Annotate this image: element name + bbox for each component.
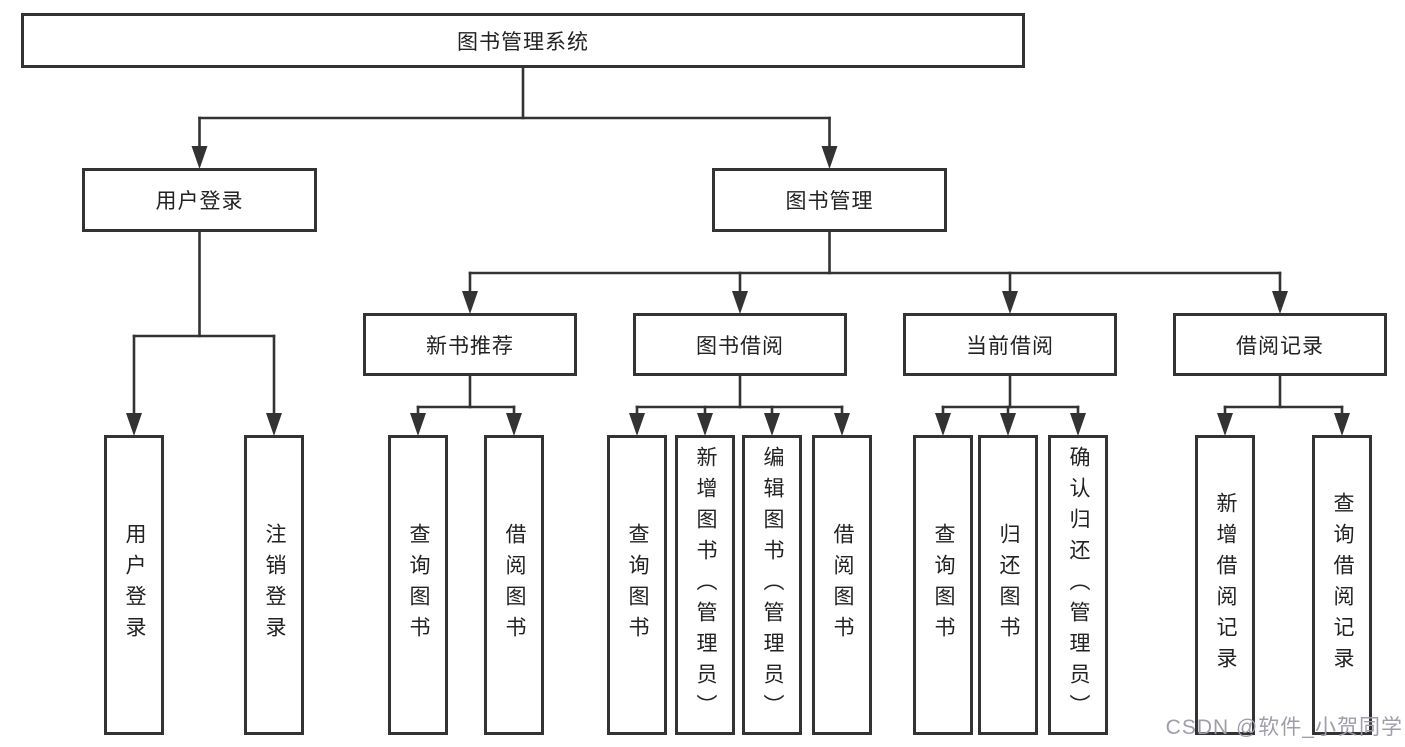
node-borrow-books-2: 借阅图书 xyxy=(812,435,872,735)
arrowhead-icon xyxy=(1272,291,1288,314)
node-query-books-1: 查询图书 xyxy=(388,435,448,735)
arrowhead-icon xyxy=(821,146,838,169)
arrowhead-icon xyxy=(1217,413,1233,436)
arrowhead-icon xyxy=(629,413,645,436)
node-logout: 注销登录 xyxy=(244,435,304,735)
node-add-borrow-record: 新增借阅记录 xyxy=(1195,435,1255,735)
node-book-management: 图书管理 xyxy=(712,168,947,232)
arrowhead-icon xyxy=(1002,291,1018,314)
arrowhead-icon xyxy=(935,413,951,436)
node-query-books-2: 查询图书 xyxy=(607,435,667,735)
arrowhead-icon xyxy=(834,413,850,436)
node-confirm-return-admin: 确认归还（管理员） xyxy=(1048,435,1108,735)
node-book-management-system: 图书管理系统 xyxy=(21,13,1025,68)
arrowhead-icon xyxy=(1070,413,1086,436)
node-borrow-books-1: 借阅图书 xyxy=(484,435,544,735)
arrowhead-icon xyxy=(410,413,426,436)
arrowhead-icon xyxy=(126,413,142,436)
node-add-books-admin: 新增图书（管理员） xyxy=(675,435,735,735)
arrowhead-icon xyxy=(266,413,282,436)
node-edit-books-admin: 编辑图书（管理员） xyxy=(742,435,802,735)
arrowhead-icon xyxy=(462,291,478,314)
node-borrowing-records: 借阅记录 xyxy=(1173,313,1387,376)
watermark: CSDN @软件_小贺同学 xyxy=(1165,716,1403,739)
node-query-books-3: 查询图书 xyxy=(913,435,973,735)
node-book-borrowing: 图书借阅 xyxy=(633,313,847,376)
arrowhead-icon xyxy=(1000,413,1016,436)
node-user-login: 用户登录 xyxy=(104,435,164,735)
arrowhead-icon xyxy=(1334,413,1350,436)
arrowhead-icon xyxy=(506,413,522,436)
node-query-borrow-record: 查询借阅记录 xyxy=(1312,435,1372,735)
node-return-books: 归还图书 xyxy=(978,435,1038,735)
arrowhead-icon xyxy=(732,291,748,314)
arrowhead-icon xyxy=(191,146,208,169)
node-current-borrowing: 当前借阅 xyxy=(903,313,1117,376)
arrowhead-icon xyxy=(764,413,780,436)
arrowhead-icon xyxy=(697,413,713,436)
node-user-login-group: 用户登录 xyxy=(82,168,317,232)
node-new-book-recommend: 新书推荐 xyxy=(363,313,577,376)
